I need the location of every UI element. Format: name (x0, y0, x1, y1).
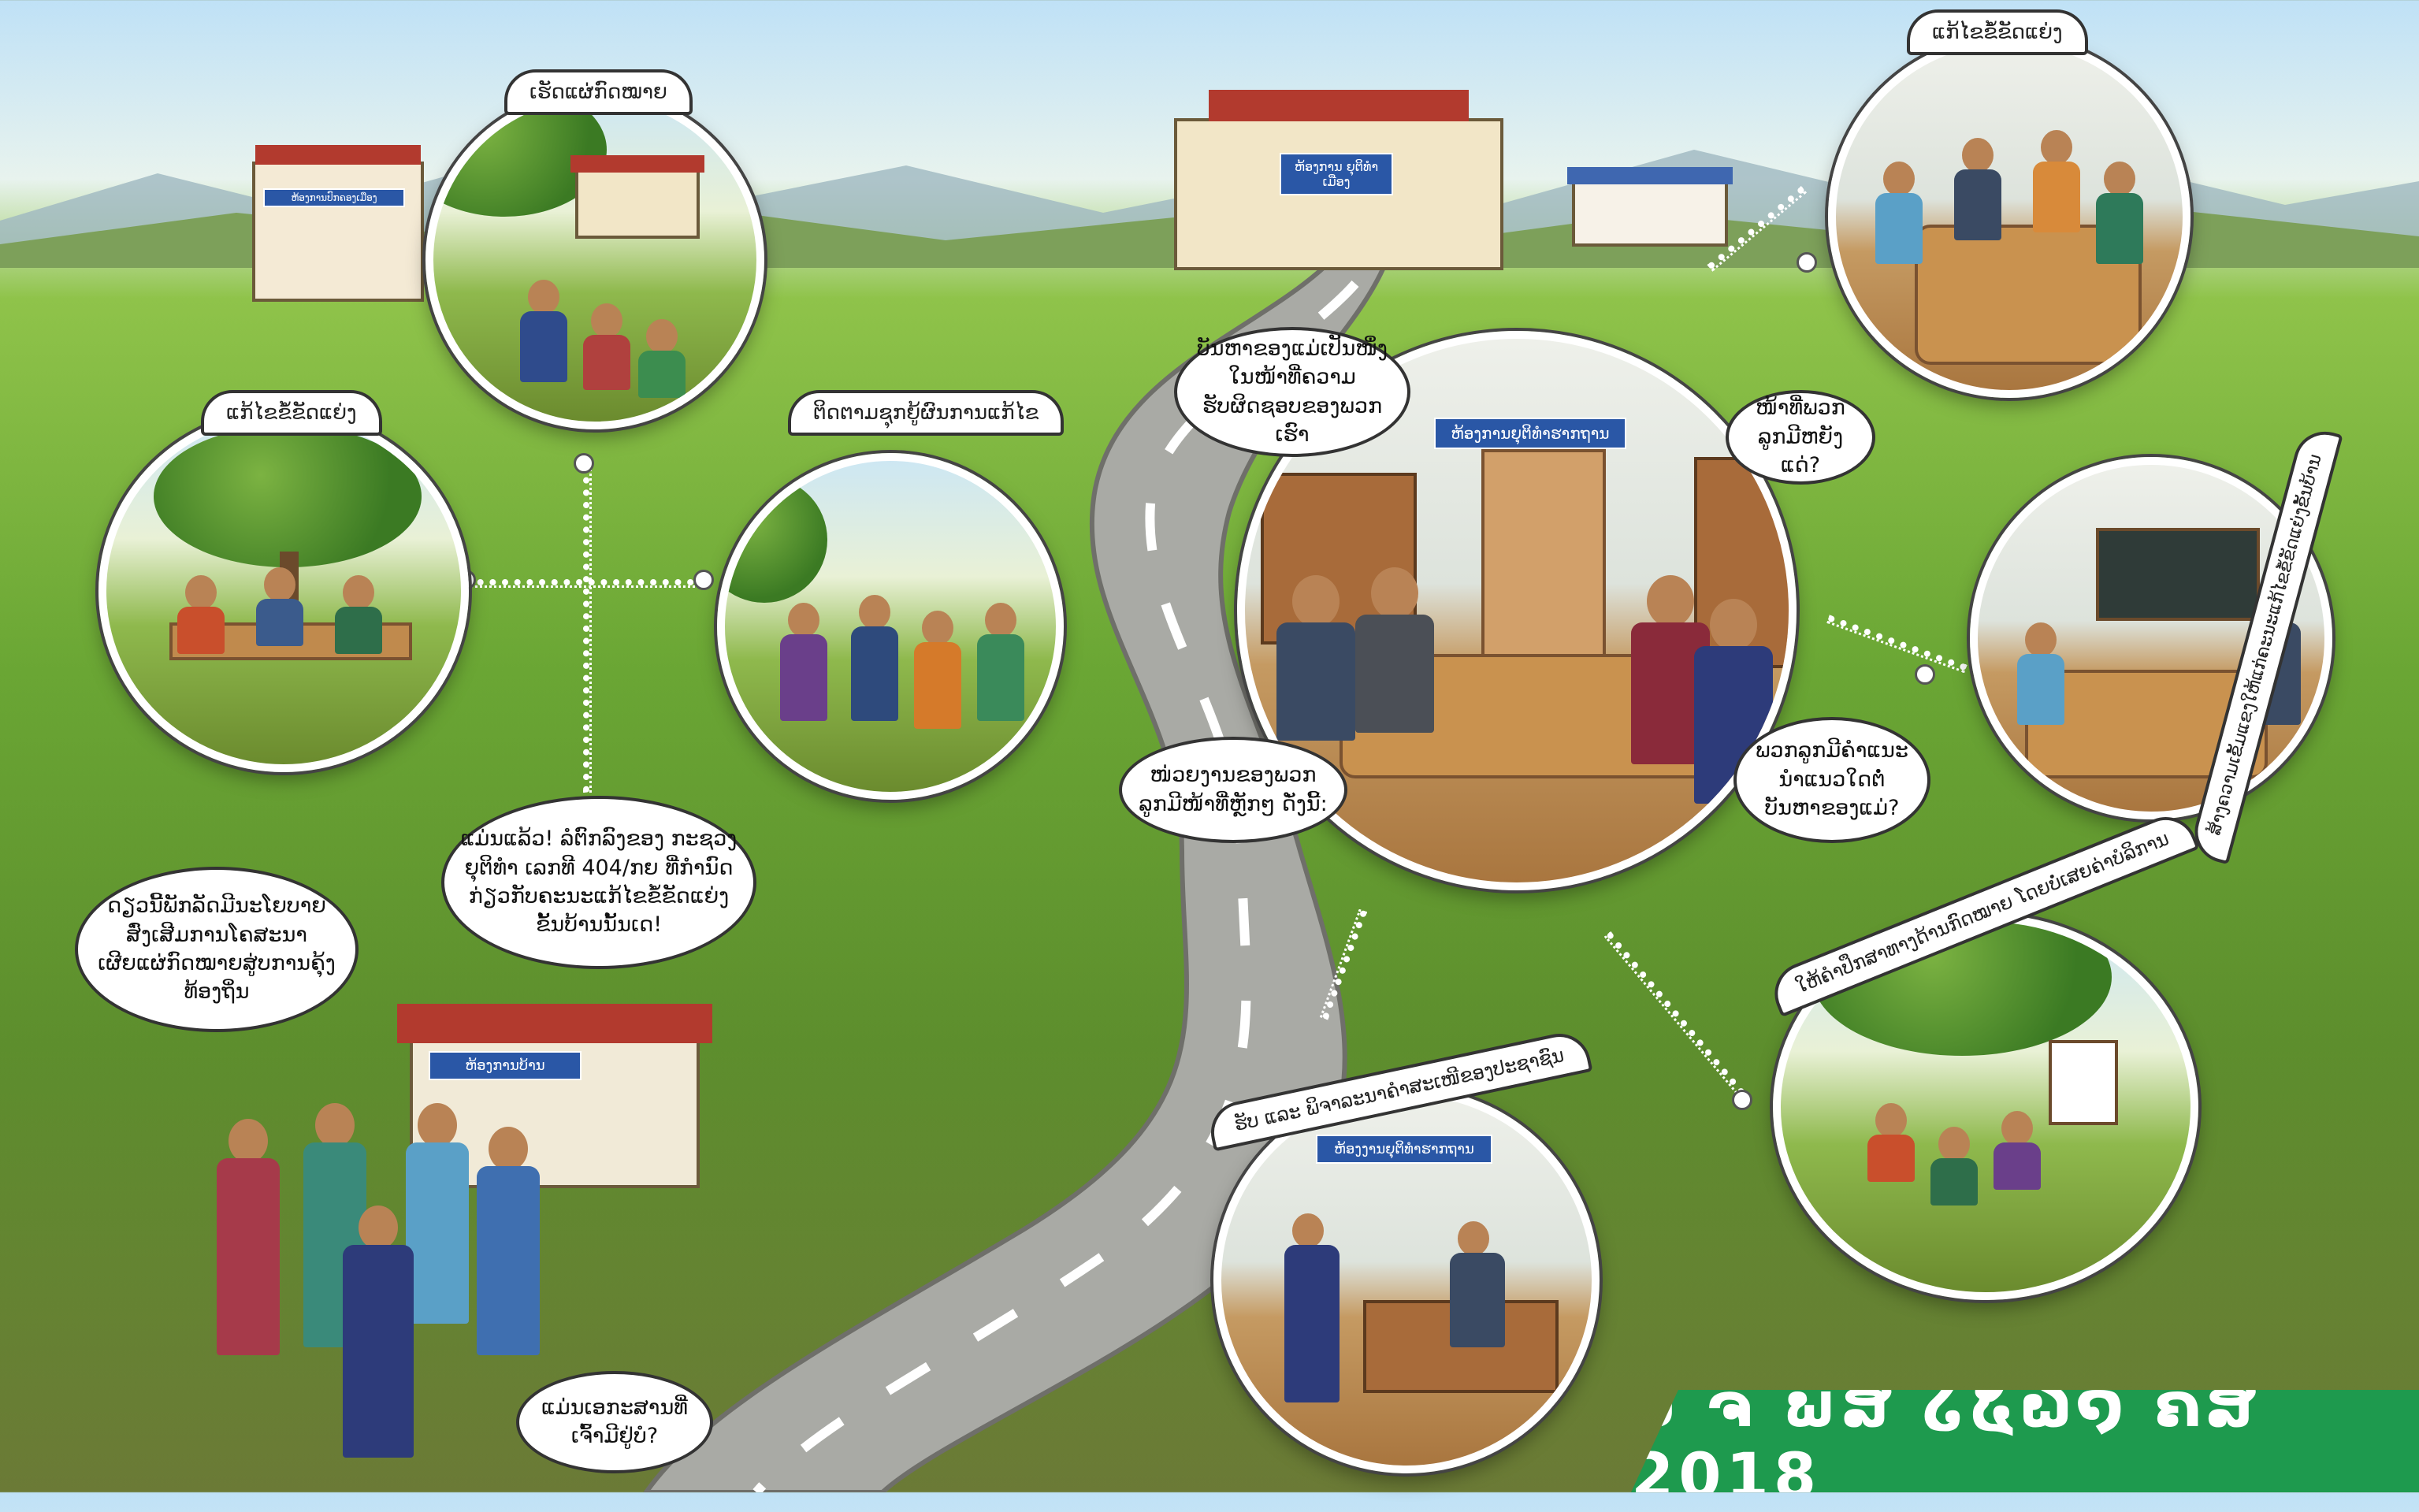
speech-bubble-office-problem: ບັນຫາຂອງແມ່ເປັນໜຶ່ງໃນໜ້າທີ່ຄວາມຮັບຜິດຊອບ… (1174, 327, 1410, 457)
year-banner: ປີ ຈໍ ພສ ໒໕໖໑ ຄສ 2018 (1631, 1390, 2419, 1492)
office-door (1481, 449, 1606, 668)
flipchart (2049, 1040, 2118, 1125)
connector-horizontal-left (465, 579, 706, 588)
scene-followup-field (717, 453, 1064, 800)
building-roof (397, 1004, 712, 1043)
district-justice-office-building: ຫ້ອງການ ຍຸຕິທໍາເມືອງ (1174, 90, 1503, 270)
scene-capacity-training-right (1970, 457, 2332, 819)
caption-followup-field: ຕິດຕາມຊຸກຍູ້ຜົນການແກ້ໄຂ (788, 390, 1065, 436)
caption-dispute-resolution-left: ແກ້ໄຂຂໍ້ຂັດແຍ່ງ (201, 390, 382, 436)
district-administration-building: ຫ້ອງການປົກຄອງເມືອງ (252, 145, 424, 302)
speech-bubble-office-question: ໜ້າທີ່ພວກລູກມີຫຍັງແດ່? (1726, 390, 1875, 485)
office-center-sign: ຫ້ອງການຍຸຕິທໍາຮາກຖານ (1434, 418, 1626, 449)
scene-dispute-resolution-left (98, 410, 469, 772)
connector-dot (1732, 1090, 1752, 1110)
reception-sign: ຫ້ອງງານຍຸຕິທໍາຮາກຖານ (1316, 1135, 1492, 1164)
scene-justice-office-center: ຫ້ອງການຍຸຕິທໍາຮາກຖານ (1237, 331, 1797, 890)
speech-bubble-office-advice: ພວກລູກມີຄໍາແນະນໍາແນວໃດຕໍ່ບັນຫາຂອງແມ່? (1733, 717, 1930, 843)
scene-dispute-meeting-right (1828, 35, 2190, 398)
connector-dot (1797, 252, 1817, 273)
tree (725, 477, 827, 603)
speech-bubble-office-duty: ໜ່ວຍງານຂອງພວກລູກມີໜ້າທີ່ຫຼັກໆ ດັ່ງນີ້: (1119, 737, 1347, 843)
scene-reception-bottom: ຫ້ອງງານຍຸຕິທໍາຮາກຖານ (1213, 1087, 1600, 1473)
speech-bubble-village-policy: ດຽວນີ້ພັກລັດມີນະໂຍບາຍສົ່ງເສີມການໂຄສະນາເຜ… (75, 867, 359, 1032)
caption-dispute-meeting-right: ແກ້ໄຂຂໍ້ຂັດແຍ່ງ (1907, 9, 2088, 55)
building-roof (1567, 167, 1733, 184)
village-office-sign: ຫ້ອງການບ້ານ (429, 1051, 582, 1080)
building-roof (1209, 90, 1469, 121)
school-building (1567, 167, 1733, 247)
speech-bubble-village-decree: ແມ່ນແລ້ວ! ລໍຕົກລົງຂອງ ກະຊວງຍຸຕິທໍາ ເລກທີ… (441, 796, 756, 969)
speech-bubble-village-question: ແມ່ນເອກະສານທີ່ເຈົ້າມີຢູ່ບໍ? (516, 1371, 713, 1473)
blackboard (2096, 528, 2260, 621)
caption-legal-dissemination: ເຮັດແຜ່ກົດໝາຍ (504, 69, 693, 115)
connector-dot (574, 453, 594, 474)
building-roof (570, 155, 704, 173)
village-hall (570, 155, 704, 239)
building-roof (255, 145, 421, 165)
connector-dot (693, 570, 714, 590)
connector-dot (1915, 664, 1935, 685)
tree (154, 425, 422, 567)
left-building-sign: ຫ້ອງການປົກຄອງເມືອງ (263, 188, 405, 207)
main-office-sign: ຫ້ອງການ ຍຸຕິທໍາເມືອງ (1280, 153, 1393, 195)
connector-vertical-left (583, 465, 592, 793)
scene-legal-dissemination (425, 91, 764, 429)
